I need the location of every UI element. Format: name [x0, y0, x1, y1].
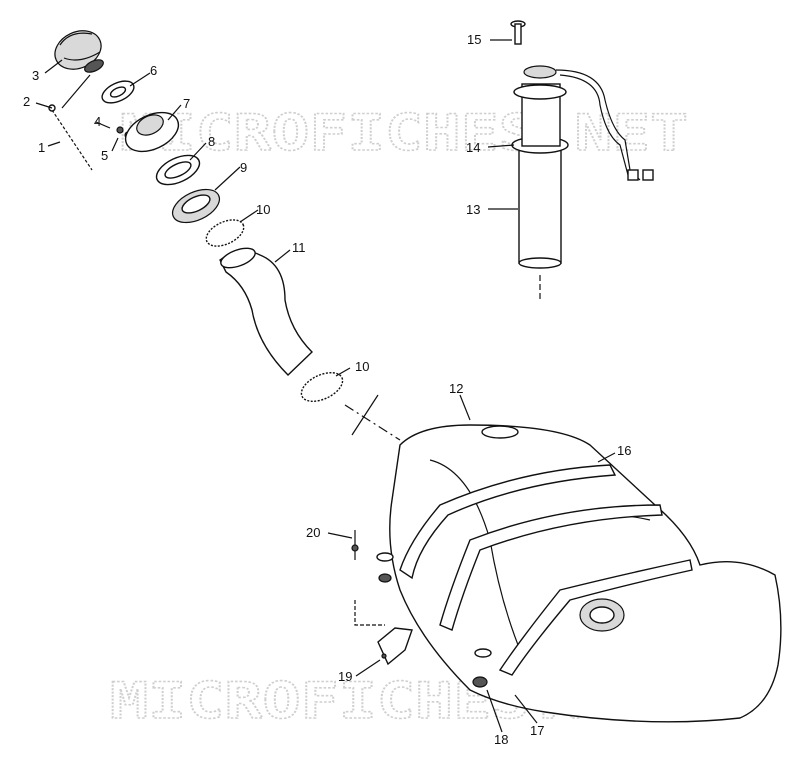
neck-gasket: [155, 154, 201, 186]
callout-19: 19: [338, 669, 352, 684]
centerline-to-tank: [344, 404, 401, 441]
grommet-right: [472, 648, 492, 688]
leader-lines: [35, 39, 616, 733]
callout-10-lower: 10: [355, 359, 369, 374]
filler-hose: [219, 247, 314, 376]
callout-9: 9: [240, 160, 247, 175]
callout-4: 4: [94, 114, 101, 129]
callout-1: 1: [38, 140, 45, 155]
tether-chain: [48, 74, 93, 171]
hose-clamp-lower: [300, 371, 344, 403]
bracket-19: [377, 627, 413, 666]
cap-gasket: [101, 80, 135, 104]
callout-12: 12: [449, 381, 463, 396]
callout-18: 18: [494, 732, 508, 747]
hose-clamp-upper: [205, 219, 245, 247]
callout-2: 2: [23, 94, 30, 109]
callout-17: 17: [530, 723, 544, 738]
sender-wire-harness: [555, 69, 654, 181]
tank-straps: [399, 464, 693, 676]
callout-10-upper: 10: [256, 202, 270, 217]
callout-14: 14: [466, 140, 480, 155]
callout-6: 6: [150, 63, 157, 78]
filler-cap: [54, 30, 104, 73]
watermark-top: MICROFICHES.NET: [120, 104, 688, 162]
callout-3: 3: [32, 68, 39, 83]
grommet-left: [376, 552, 394, 583]
callout-8: 8: [208, 134, 215, 149]
callout-15: 15: [467, 32, 481, 47]
filler-neck: [124, 111, 180, 153]
callout-7: 7: [183, 96, 190, 111]
callout-16: 16: [617, 443, 631, 458]
callout-5: 5: [101, 148, 108, 163]
fuel-sender: [511, 65, 569, 300]
callout-20: 20: [306, 525, 320, 540]
retaining-ring: [171, 188, 221, 224]
callout-11: 11: [292, 240, 306, 255]
callout-labels: 1 2 3 4 5 6 7 8 9 10 11 10 12 13 14 15 1…: [23, 32, 631, 747]
break-mark: [351, 394, 379, 436]
callout-13: 13: [466, 202, 480, 217]
bolt-20: [351, 530, 385, 626]
sender-screw: [510, 20, 526, 45]
